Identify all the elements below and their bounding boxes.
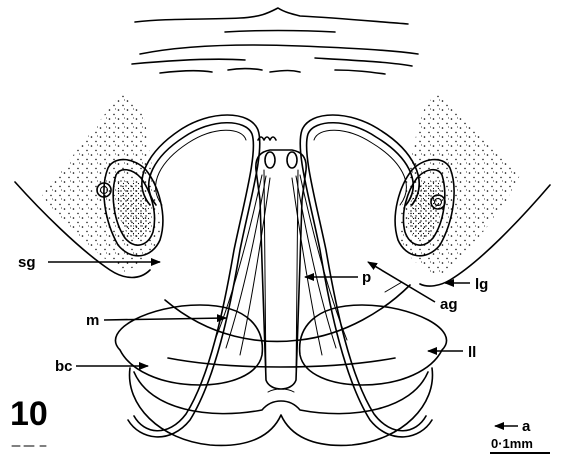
- left-loop-duct: [128, 115, 260, 437]
- dorsal-outline: [132, 8, 418, 74]
- figure-number: 10: [10, 395, 48, 433]
- label-bc: bc: [55, 358, 73, 375]
- lateral-ligament: [165, 282, 410, 341]
- bursa-capsule: [115, 305, 446, 445]
- label-m: m: [86, 312, 99, 329]
- label-p: p: [362, 269, 371, 286]
- label-ll: ll: [468, 344, 476, 361]
- label-a: a: [522, 418, 531, 435]
- label-ag: ag: [440, 296, 458, 313]
- median-body: [215, 137, 347, 389]
- label-sg: sg: [18, 254, 36, 271]
- scale-bar-label: 0·1mm: [491, 436, 533, 451]
- scale-bar: 0·1mm: [490, 436, 550, 453]
- label-lg: lg: [475, 276, 488, 293]
- arrow-m: [104, 318, 226, 320]
